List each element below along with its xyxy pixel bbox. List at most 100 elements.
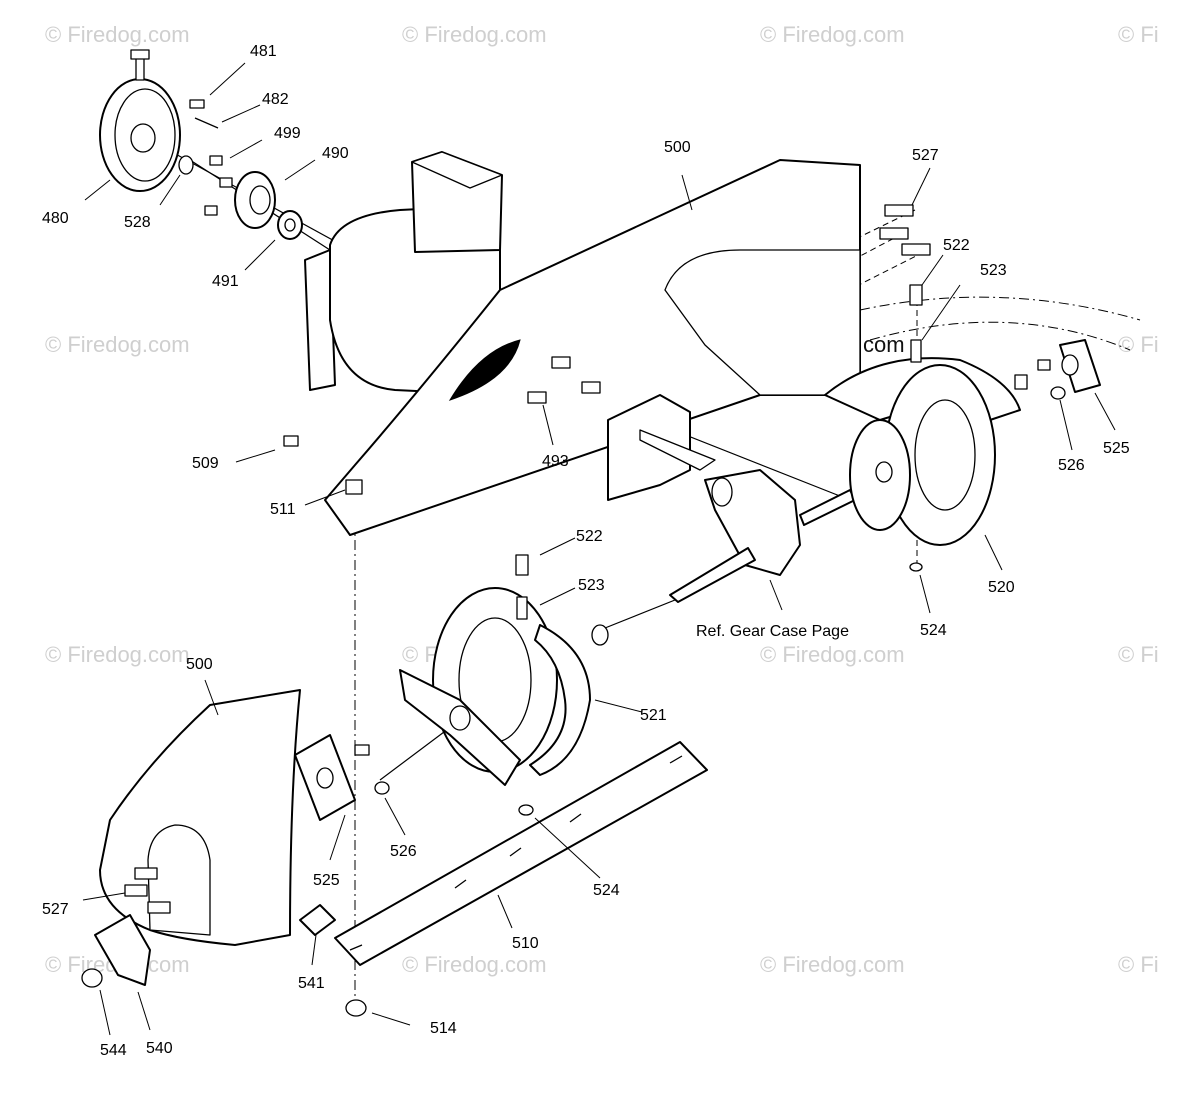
- set-screw: [189, 99, 205, 109]
- screw: [283, 435, 299, 447]
- leader-line: [229, 139, 263, 159]
- bearing-left: [316, 767, 334, 789]
- leader-line: [984, 534, 1003, 571]
- gear-case-port: [711, 477, 733, 507]
- bearing-flange-right: [1059, 339, 1101, 393]
- callout-525: 525: [313, 872, 340, 889]
- discharge-chute-opening: [411, 151, 503, 189]
- callout-522: 522: [576, 528, 603, 545]
- leader-line: [921, 254, 944, 286]
- bolt: [209, 155, 223, 166]
- callout-521: 521: [640, 707, 667, 724]
- callout-500: 500: [664, 139, 691, 156]
- callout-499: 499: [274, 125, 301, 142]
- washer: [178, 155, 194, 175]
- leader-line: [159, 174, 181, 206]
- watermark: © Firedog.com: [760, 642, 905, 667]
- callout-511: 511: [270, 501, 296, 518]
- auger-flight-right-inner: [914, 399, 976, 511]
- callout-481: 481: [250, 43, 277, 60]
- callout-525: 525: [1103, 440, 1130, 457]
- callout-540: 540: [146, 1040, 173, 1057]
- callout-labels: 481 482 499 490 480 528 491 500 527 522 …: [42, 43, 1130, 1059]
- callout-520: 520: [988, 579, 1015, 596]
- bolt: [124, 884, 148, 897]
- spacer: [1014, 374, 1028, 390]
- leader-lines: [82, 62, 1116, 1036]
- leader-line: [542, 404, 554, 446]
- callout-522: 522: [943, 237, 970, 254]
- bolt: [879, 227, 909, 240]
- watermark: © Fi: [1118, 332, 1159, 357]
- scraper-slot: [454, 879, 467, 889]
- shear-bolt: [909, 284, 923, 306]
- nut: [345, 999, 367, 1017]
- scraper-bar-group: [334, 741, 708, 1017]
- leader-line: [769, 579, 783, 611]
- leader-line: [235, 449, 276, 463]
- key: [194, 117, 219, 129]
- leader-line: [497, 894, 513, 929]
- callout-524: 524: [593, 882, 620, 899]
- leader-line: [311, 934, 317, 966]
- leader-line: [534, 817, 601, 879]
- leader-line: [371, 1012, 411, 1026]
- auger-housing-top: [283, 151, 931, 536]
- carriage-bolt-head: [345, 479, 363, 495]
- flange-bolt: [1037, 359, 1051, 371]
- leader-line: [209, 62, 246, 96]
- watermark: © Firedog.com: [45, 642, 190, 667]
- leader-line: [204, 679, 219, 716]
- callout-528: 528: [124, 214, 151, 231]
- bearing-bore: [284, 218, 296, 232]
- auger-hub: [591, 624, 609, 646]
- leader-line: [99, 989, 111, 1036]
- bolt: [134, 867, 158, 880]
- bolt: [147, 901, 171, 914]
- leader-line: [921, 284, 961, 341]
- callout-510: 510: [512, 935, 539, 952]
- flange-bolt: [354, 744, 370, 756]
- leader-line: [911, 167, 931, 206]
- shear-bolt: [515, 554, 529, 576]
- leader-line: [329, 814, 346, 861]
- callout-541: 541: [298, 975, 325, 992]
- carriage-bolt: [581, 381, 601, 394]
- leader-line: [304, 489, 346, 506]
- flange-nut: [374, 781, 390, 795]
- callout-514: 514: [430, 1020, 457, 1037]
- watermark: © Firedog.com: [45, 332, 190, 357]
- watermark: © Firedog.com: [402, 952, 547, 977]
- leader-line: [384, 797, 406, 836]
- callout-490: 490: [322, 145, 349, 162]
- housing-opening: [448, 339, 521, 401]
- bolt: [884, 204, 914, 217]
- housing-outline-phantom: [869, 321, 1131, 351]
- pulley-bolt-head: [130, 49, 150, 60]
- leader-line: [539, 537, 576, 556]
- scraper-slot: [509, 847, 522, 857]
- auger-hub: [875, 461, 893, 483]
- gear-case-mount-plate: [607, 394, 691, 501]
- skid-shoe: [94, 914, 151, 986]
- watermark-layer: © Firedog.com © Firedog.com © Firedog.co…: [45, 22, 1159, 977]
- leader-line: [1059, 399, 1073, 451]
- callout-491: 491: [212, 273, 239, 290]
- scraper-slot: [669, 755, 683, 764]
- watermark: © Fi: [1118, 642, 1159, 667]
- callout-493: 493: [542, 453, 569, 470]
- nut: [518, 804, 534, 816]
- callout-544: 544: [100, 1042, 127, 1059]
- callout-500: 500: [186, 656, 213, 673]
- auger-right: [824, 284, 1101, 572]
- pulley-hub: [130, 123, 156, 153]
- watermark: © Firedog.com: [45, 22, 190, 47]
- leader-line: [539, 587, 576, 606]
- callout-527: 527: [42, 901, 69, 918]
- input-shaft: [669, 547, 756, 603]
- shaft-segment: [639, 429, 716, 471]
- carriage-bolt: [299, 904, 336, 936]
- leader-line: [84, 179, 111, 201]
- callout-526: 526: [390, 843, 417, 860]
